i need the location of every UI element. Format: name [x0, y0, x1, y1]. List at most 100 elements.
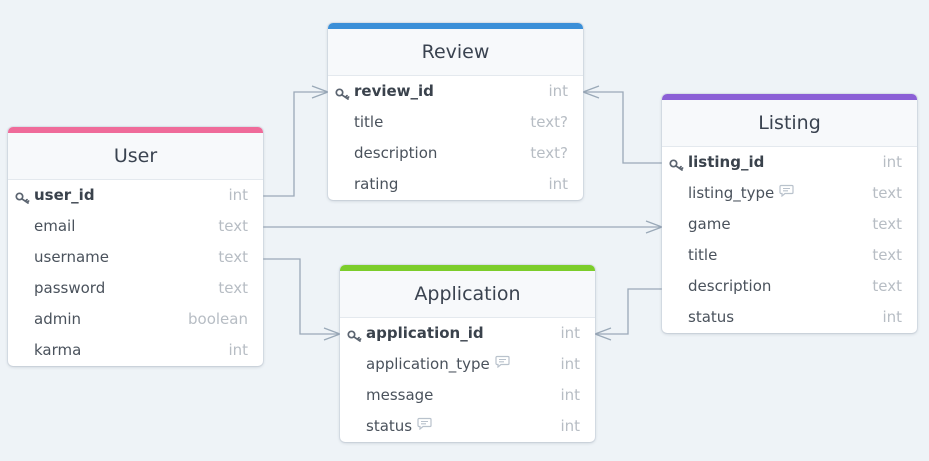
field-row-application-message[interactable]: message int: [340, 380, 595, 411]
relationship-user-review[interactable]: [263, 85, 329, 197]
field-name: listing_id: [688, 147, 764, 178]
note-icon[interactable]: [779, 177, 794, 208]
field-row-listing-game[interactable]: game text: [662, 209, 917, 240]
field-name-text: application_id: [366, 324, 484, 342]
field-type: text: [218, 217, 248, 235]
table-header-user: User: [8, 127, 263, 180]
field-name: rating: [354, 169, 398, 200]
field-row-application-application-id[interactable]: application_id int: [340, 318, 595, 349]
field-name: description: [688, 271, 771, 302]
field-name-text: listing_id: [688, 153, 765, 171]
field-type: text?: [530, 144, 568, 162]
field-name: status: [366, 411, 432, 442]
field-name-text: game: [688, 215, 731, 233]
primary-key-icon: [335, 85, 351, 100]
relationship-listing-application[interactable]: [594, 288, 662, 341]
field-type: text: [872, 246, 902, 264]
field-row-review-review-id[interactable]: review_id int: [328, 76, 583, 107]
field-name-text: password: [34, 279, 106, 297]
table-header-application: Application: [340, 265, 595, 318]
field-row-user-password[interactable]: password text: [8, 273, 263, 304]
field-name-text: admin: [34, 310, 81, 328]
field-row-listing-description[interactable]: description text: [662, 271, 917, 302]
field-name-text: user_id: [34, 186, 95, 204]
field-name-text: title: [688, 246, 718, 264]
field-name-text: application_type: [366, 355, 490, 373]
note-icon[interactable]: [495, 348, 510, 379]
field-row-user-username[interactable]: username text: [8, 242, 263, 273]
field-name-text: review_id: [354, 82, 434, 100]
primary-key-icon: [15, 189, 31, 204]
field-type: int: [560, 417, 580, 435]
field-name-text: status: [366, 417, 413, 435]
note-icon[interactable]: [417, 410, 432, 441]
field-name-text: title: [354, 113, 384, 131]
field-type: text: [218, 248, 248, 266]
field-row-review-title[interactable]: title text?: [328, 107, 583, 138]
field-row-review-rating[interactable]: rating int: [328, 169, 583, 200]
field-type: int: [560, 386, 580, 404]
field-name: description: [354, 138, 437, 169]
field-row-application-status[interactable]: status int: [340, 411, 595, 442]
field-type: text?: [530, 113, 568, 131]
field-row-user-karma[interactable]: karma int: [8, 335, 263, 366]
relationship-user-listing[interactable]: [263, 220, 663, 234]
field-row-listing-title[interactable]: title text: [662, 240, 917, 271]
field-row-application-application-type[interactable]: application_type int: [340, 349, 595, 380]
field-name-text: listing_type: [688, 184, 775, 202]
field-type: int: [560, 355, 580, 373]
field-name-text: status: [688, 308, 735, 326]
primary-key-icon: [669, 156, 685, 171]
field-name-text: username: [34, 248, 109, 266]
field-name: user_id: [34, 180, 95, 211]
field-row-review-description[interactable]: description text?: [328, 138, 583, 169]
field-name: status: [688, 302, 734, 333]
field-name-text: rating: [354, 175, 399, 193]
relationship-user-application[interactable]: [263, 258, 341, 341]
field-name: review_id: [354, 76, 434, 107]
field-name-text: message: [366, 386, 434, 404]
field-type: boolean: [188, 310, 248, 328]
field-name: email: [34, 211, 75, 242]
field-type: int: [228, 341, 248, 359]
field-type: text: [872, 184, 902, 202]
field-row-user-email[interactable]: email text: [8, 211, 263, 242]
relationship-listing-review[interactable]: [582, 85, 662, 164]
field-row-listing-listing-type[interactable]: listing_type text: [662, 178, 917, 209]
field-type: text: [872, 215, 902, 233]
field-name-text: description: [354, 144, 438, 162]
table-header-review: Review: [328, 23, 583, 76]
field-name: username: [34, 242, 109, 273]
field-name: admin: [34, 304, 81, 335]
field-type: int: [548, 175, 568, 193]
field-name: title: [688, 240, 717, 271]
field-name: password: [34, 273, 105, 304]
field-name-text: description: [688, 277, 772, 295]
field-type: int: [560, 324, 580, 342]
field-name: message: [366, 380, 433, 411]
field-name: listing_type: [688, 178, 794, 209]
field-name: application_id: [366, 318, 484, 349]
field-name-text: karma: [34, 341, 82, 359]
field-name: karma: [34, 335, 81, 366]
table-header-listing: Listing: [662, 94, 917, 147]
field-row-user-user-id[interactable]: user_id int: [8, 180, 263, 211]
field-row-listing-status[interactable]: status int: [662, 302, 917, 333]
field-type: text: [218, 279, 248, 297]
field-type: int: [228, 186, 248, 204]
field-row-user-admin[interactable]: admin boolean: [8, 304, 263, 335]
field-type: text: [872, 277, 902, 295]
field-type: int: [882, 308, 902, 326]
field-type: int: [548, 82, 568, 100]
field-name-text: email: [34, 217, 76, 235]
